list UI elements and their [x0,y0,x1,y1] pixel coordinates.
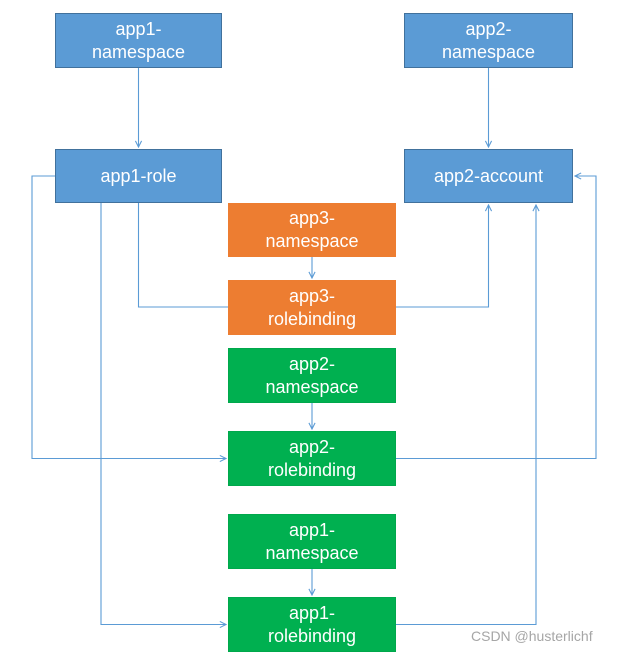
app3-rolebinding-node: app3- rolebinding [228,280,396,335]
watermark-text: CSDN @husterlichf [471,628,593,644]
app1-namespace-node: app1- namespace [55,13,222,68]
edge-app1-role-to-app2-rolebinding [31,175,226,459]
edge-app1-role-to-app3-rolebinding [137,203,228,308]
app2-account-node: app2-account [404,149,573,203]
edge-app2-rolebinding-to-app2-account [396,176,597,460]
app1-rolebinding-node: app1- rolebinding [228,597,396,652]
app2-namespace-node: app2- namespace [404,13,573,68]
app3-namespace-node: app3- namespace [228,203,396,257]
edge-app3-rolebinding-to-app2-account [396,205,489,308]
edge-app1-rolebinding-to-app2-account [396,205,536,626]
edge-app1-role-to-app1-rolebinding [100,203,226,625]
app2-namespace-green-node: app2- namespace [228,348,396,403]
app2-rolebinding-node: app2- rolebinding [228,431,396,486]
app1-namespace-green-node: app1- namespace [228,514,396,569]
app1-role-node: app1-role [55,149,222,203]
